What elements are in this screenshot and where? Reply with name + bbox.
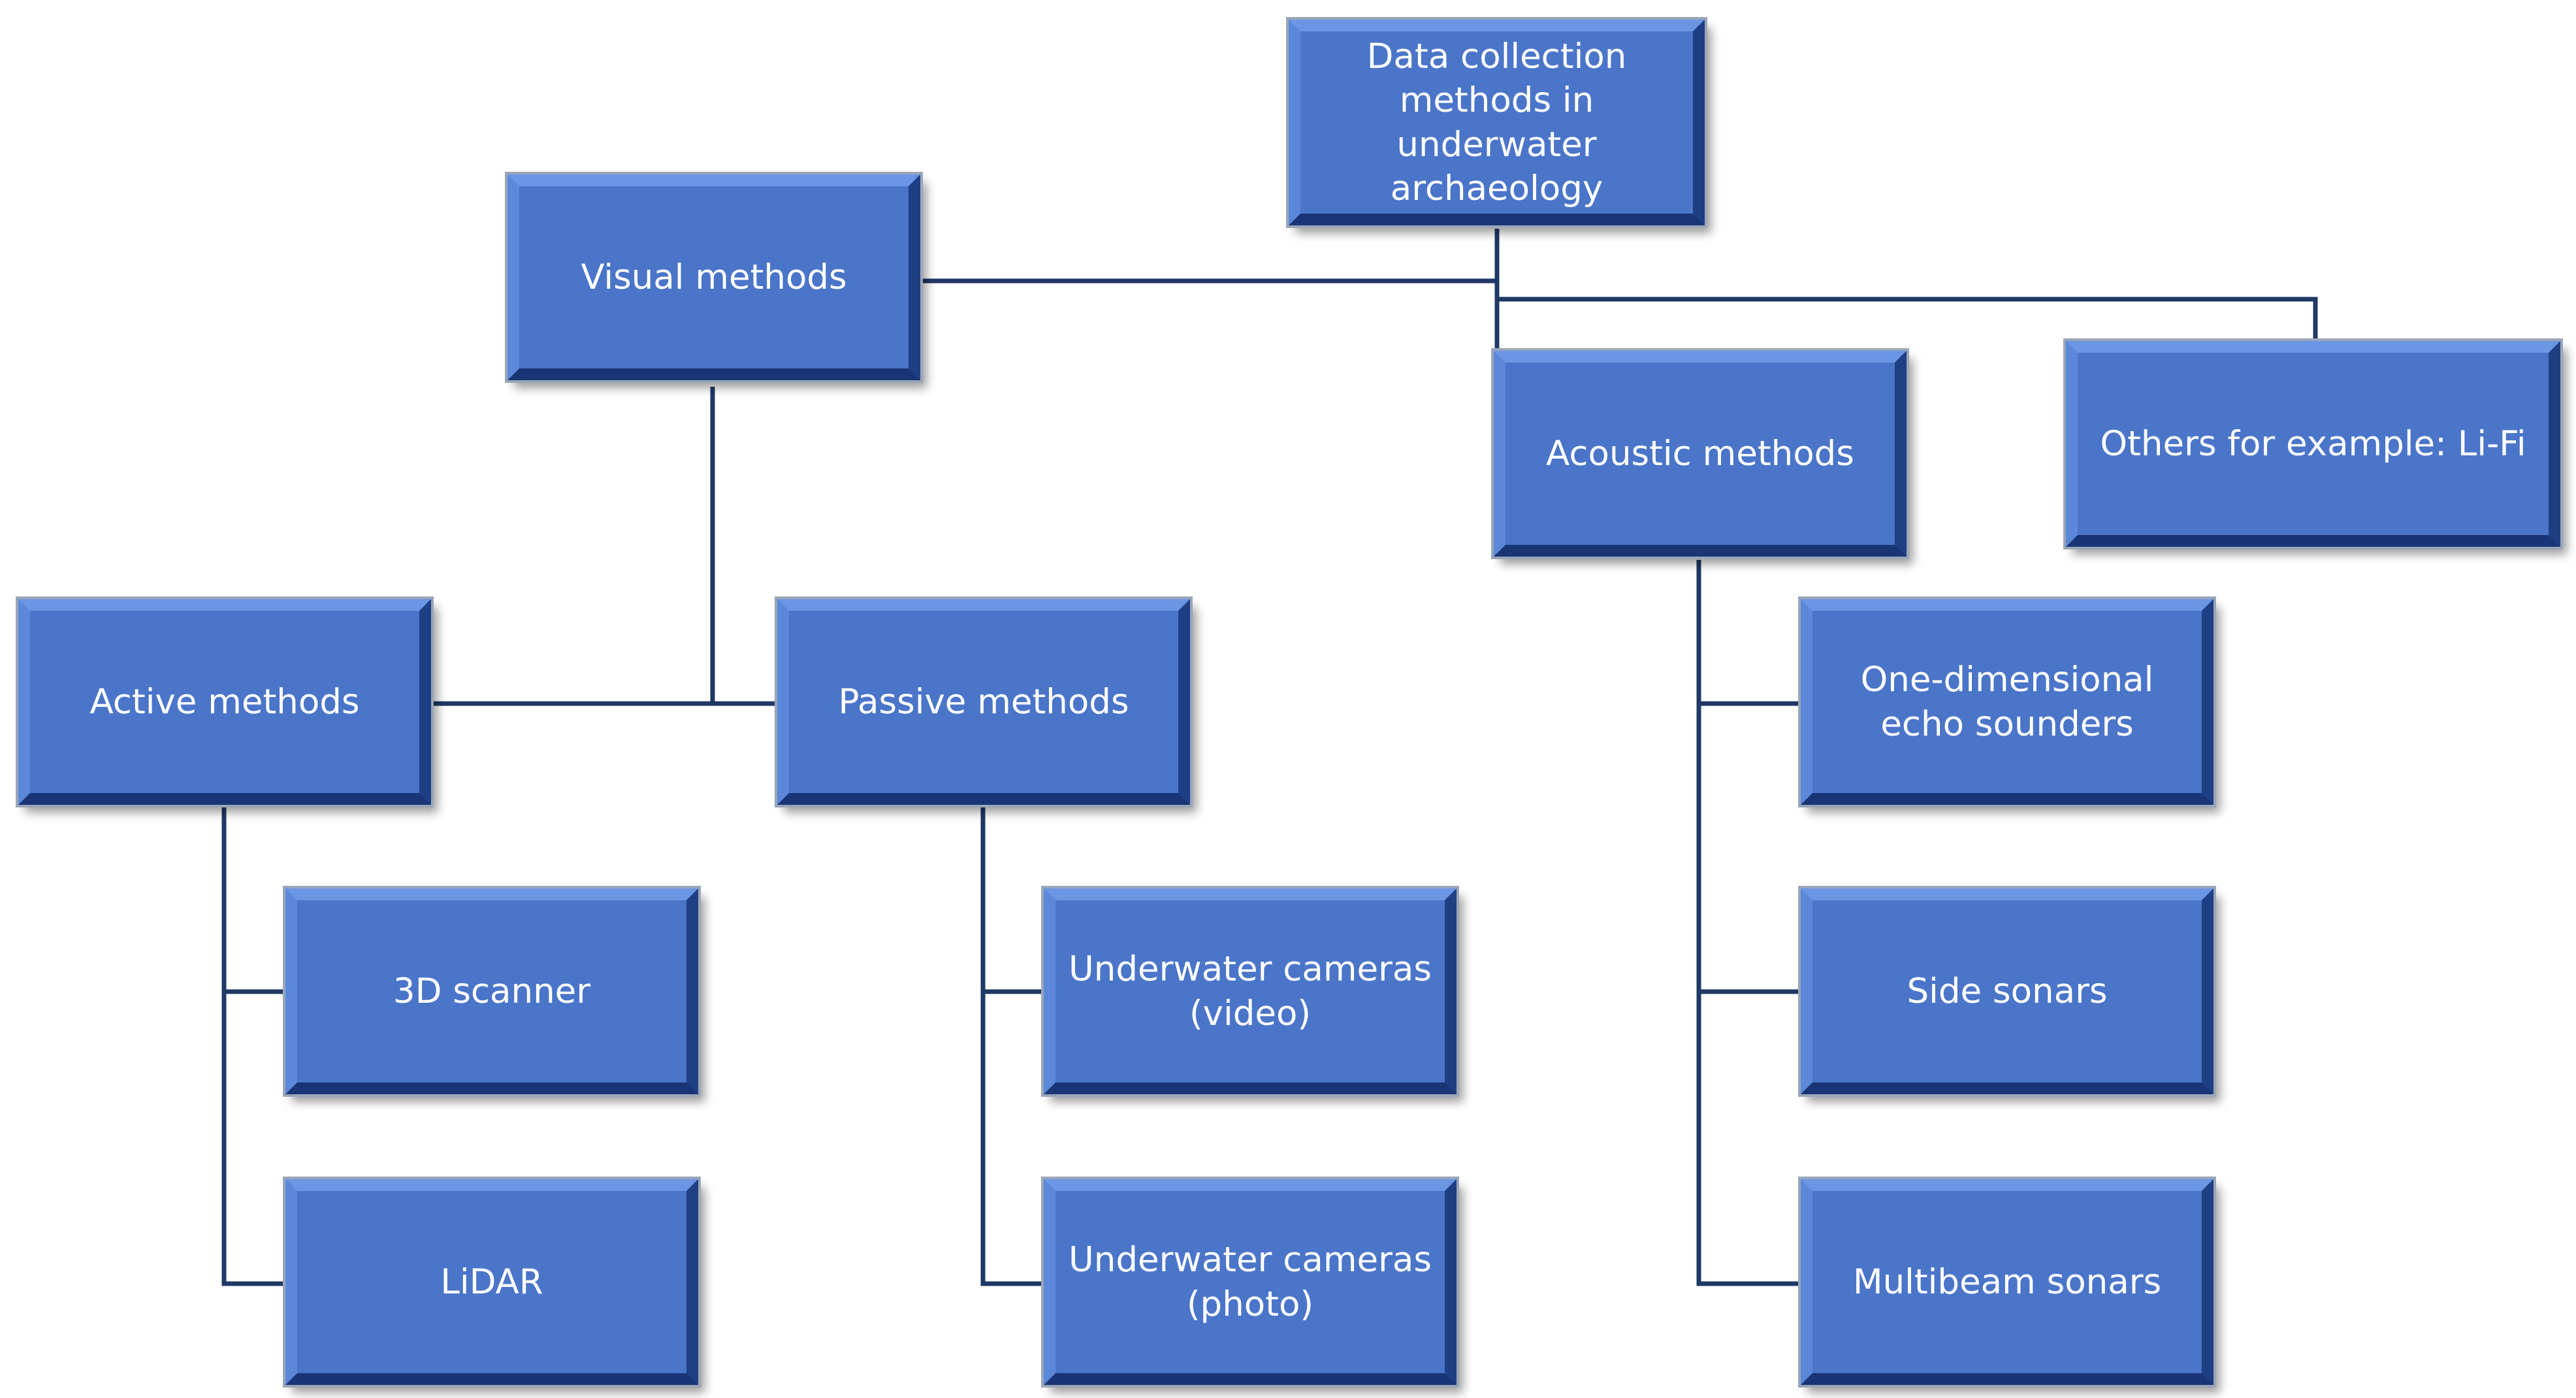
node-data-collection-methods: Data collection methods in underwater ar… bbox=[1286, 17, 1707, 228]
connector-root-to-others bbox=[1497, 297, 2318, 343]
node-underwater-cameras-video: Underwater cameras (video) bbox=[1041, 886, 1459, 1097]
node-one-dimensional-echo-sounders: One-dimensional echo sounders bbox=[1798, 596, 2216, 807]
connector-acoustic-children bbox=[1696, 560, 1803, 1286]
node-visual-methods: Visual methods bbox=[505, 172, 923, 383]
node-active-methods: Active methods bbox=[16, 596, 434, 807]
node-lidar: LiDAR bbox=[283, 1177, 701, 1388]
connector-root-to-visual bbox=[918, 229, 1500, 284]
connector-active-children bbox=[221, 805, 285, 1286]
node-acoustic-methods: Acoustic methods bbox=[1491, 348, 1909, 559]
node-others-li-fi: Others for example: Li-Fi bbox=[2063, 338, 2563, 549]
node-side-sonars: Side sonars bbox=[1798, 886, 2216, 1097]
node-passive-methods: Passive methods bbox=[775, 596, 1193, 807]
node-underwater-cameras-photo: Underwater cameras (photo) bbox=[1041, 1177, 1459, 1388]
node-multibeam-sonars: Multibeam sonars bbox=[1798, 1177, 2216, 1388]
connector-passive-children bbox=[980, 805, 1044, 1286]
node-3d-scanner: 3D scanner bbox=[283, 886, 701, 1097]
